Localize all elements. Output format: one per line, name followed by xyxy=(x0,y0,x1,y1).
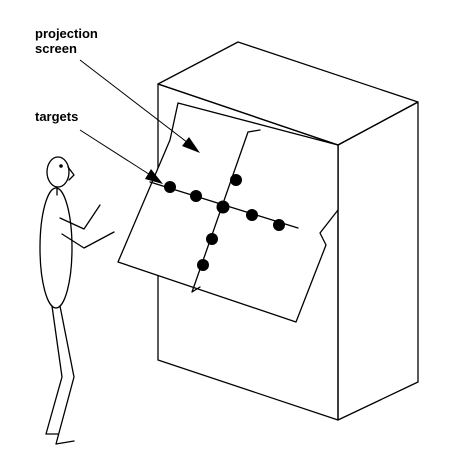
targets xyxy=(164,174,285,271)
target-dot xyxy=(164,181,176,193)
person-torso xyxy=(39,187,73,309)
person-head xyxy=(46,156,70,188)
target-dot xyxy=(197,259,209,271)
projection-screen xyxy=(117,102,339,323)
person-leg-back xyxy=(45,305,63,435)
targets-leader-line xyxy=(79,129,156,179)
target-dot xyxy=(190,190,202,202)
leader-arrows xyxy=(79,59,200,184)
projection-screen-arrowhead xyxy=(182,137,200,153)
person-arm-lower xyxy=(61,231,115,249)
projection-screen-label-line1: projection xyxy=(35,26,98,41)
labels: projection screen targets xyxy=(35,26,98,124)
target-dot xyxy=(206,233,218,245)
screen-panel xyxy=(117,102,339,323)
person-figure xyxy=(39,156,115,445)
target-dot xyxy=(273,219,285,231)
person-arm-upper xyxy=(59,204,101,230)
projection-screen-leader-line xyxy=(79,59,193,147)
person-nose xyxy=(67,166,75,181)
cabinet-side-face xyxy=(337,101,419,421)
targets-label: targets xyxy=(35,109,78,124)
target-dot xyxy=(216,200,230,214)
person-leg-front xyxy=(55,305,75,445)
target-dot xyxy=(246,209,258,221)
targets-arrowhead xyxy=(145,169,163,184)
person-eye xyxy=(59,164,63,168)
projection-screen-label-line2: screen xyxy=(35,41,77,56)
target-dot xyxy=(230,174,242,186)
